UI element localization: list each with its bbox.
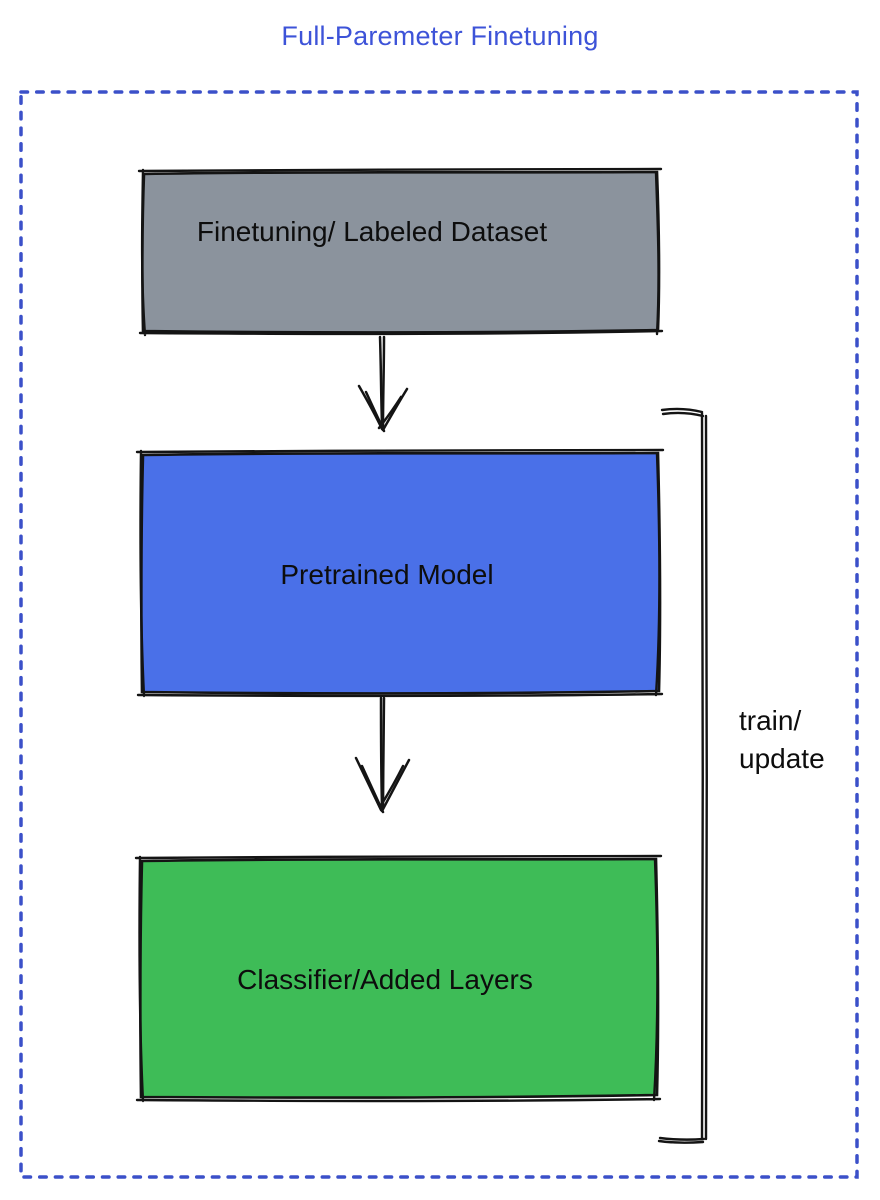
arrow-down-1 — [357, 335, 409, 433]
dataset-box-label: Finetuning/ Labeled Dataset — [196, 216, 548, 247]
bracket-label-line2: update — [739, 743, 825, 774]
bracket-label-line1: train/ — [739, 705, 802, 736]
classifier-box-label: Classifier/Added Layers — [237, 964, 533, 995]
arrow-down-2 — [354, 696, 411, 814]
dotted-border — [19, 90, 859, 1179]
pretrained-box-label: Pretrained Model — [280, 559, 494, 590]
pretrained-box — [135, 448, 665, 698]
train-update-bracket — [657, 407, 708, 1144]
classifier-box — [134, 854, 663, 1103]
dataset-box — [137, 167, 664, 337]
bracket-label: train/ update — [739, 702, 825, 778]
diagram-title: Full-Paremeter Finetuning — [281, 21, 599, 51]
